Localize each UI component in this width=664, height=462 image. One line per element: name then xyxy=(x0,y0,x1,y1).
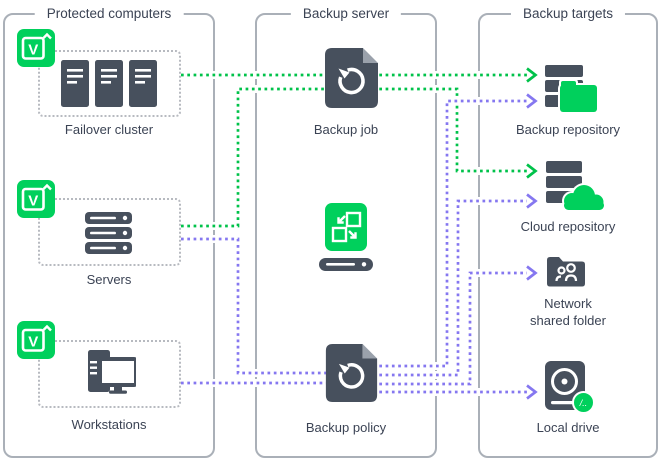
group-title-backup-server: Backup server xyxy=(290,6,402,21)
cloud-repository-icon xyxy=(546,161,606,211)
servers-icon xyxy=(85,212,132,254)
backup-policy-icon xyxy=(325,344,378,402)
backup-job-label: Backup job xyxy=(313,122,379,137)
failover-cluster-label: Failover cluster xyxy=(64,122,154,137)
servers-label: Servers xyxy=(86,272,132,287)
group-title-backup-targets: Backup targets xyxy=(510,6,626,21)
veeam-agent-icon: V xyxy=(17,180,55,218)
network-shared-folder-icon xyxy=(547,257,585,287)
backup-repository-label: Backup repository xyxy=(515,122,621,137)
veeam-agent-icon: V xyxy=(17,321,55,359)
workstations-icon xyxy=(88,350,136,394)
backup-job-icon xyxy=(325,48,378,108)
agent-badge-letter: V xyxy=(28,334,38,351)
agent-badge-letter: V xyxy=(28,193,38,210)
group-title-protected-computers: Protected computers xyxy=(34,6,184,21)
backup-repository-icon xyxy=(545,65,599,114)
workstations-label: Workstations xyxy=(71,417,147,432)
local-drive-label: Local drive xyxy=(536,420,600,435)
group-backup-targets: Backup targets xyxy=(478,6,658,458)
cloud-repository-label: Cloud repository xyxy=(520,219,616,234)
agent-badge-letter: V xyxy=(28,42,38,59)
network-shared-folder-label-line2: shared folder xyxy=(530,313,606,328)
local-drive-icon: /.. xyxy=(545,361,595,414)
local-drive-badge: /.. xyxy=(579,398,588,408)
network-shared-folder-label-line1: Network xyxy=(544,296,592,311)
failover-cluster-icon xyxy=(61,60,157,107)
veeam-agent-icon: V xyxy=(17,29,55,67)
backup-server-icon xyxy=(319,203,373,271)
network-shared-folder-label: Network shared folder xyxy=(478,295,658,329)
backup-policy-label: Backup policy xyxy=(305,420,387,435)
